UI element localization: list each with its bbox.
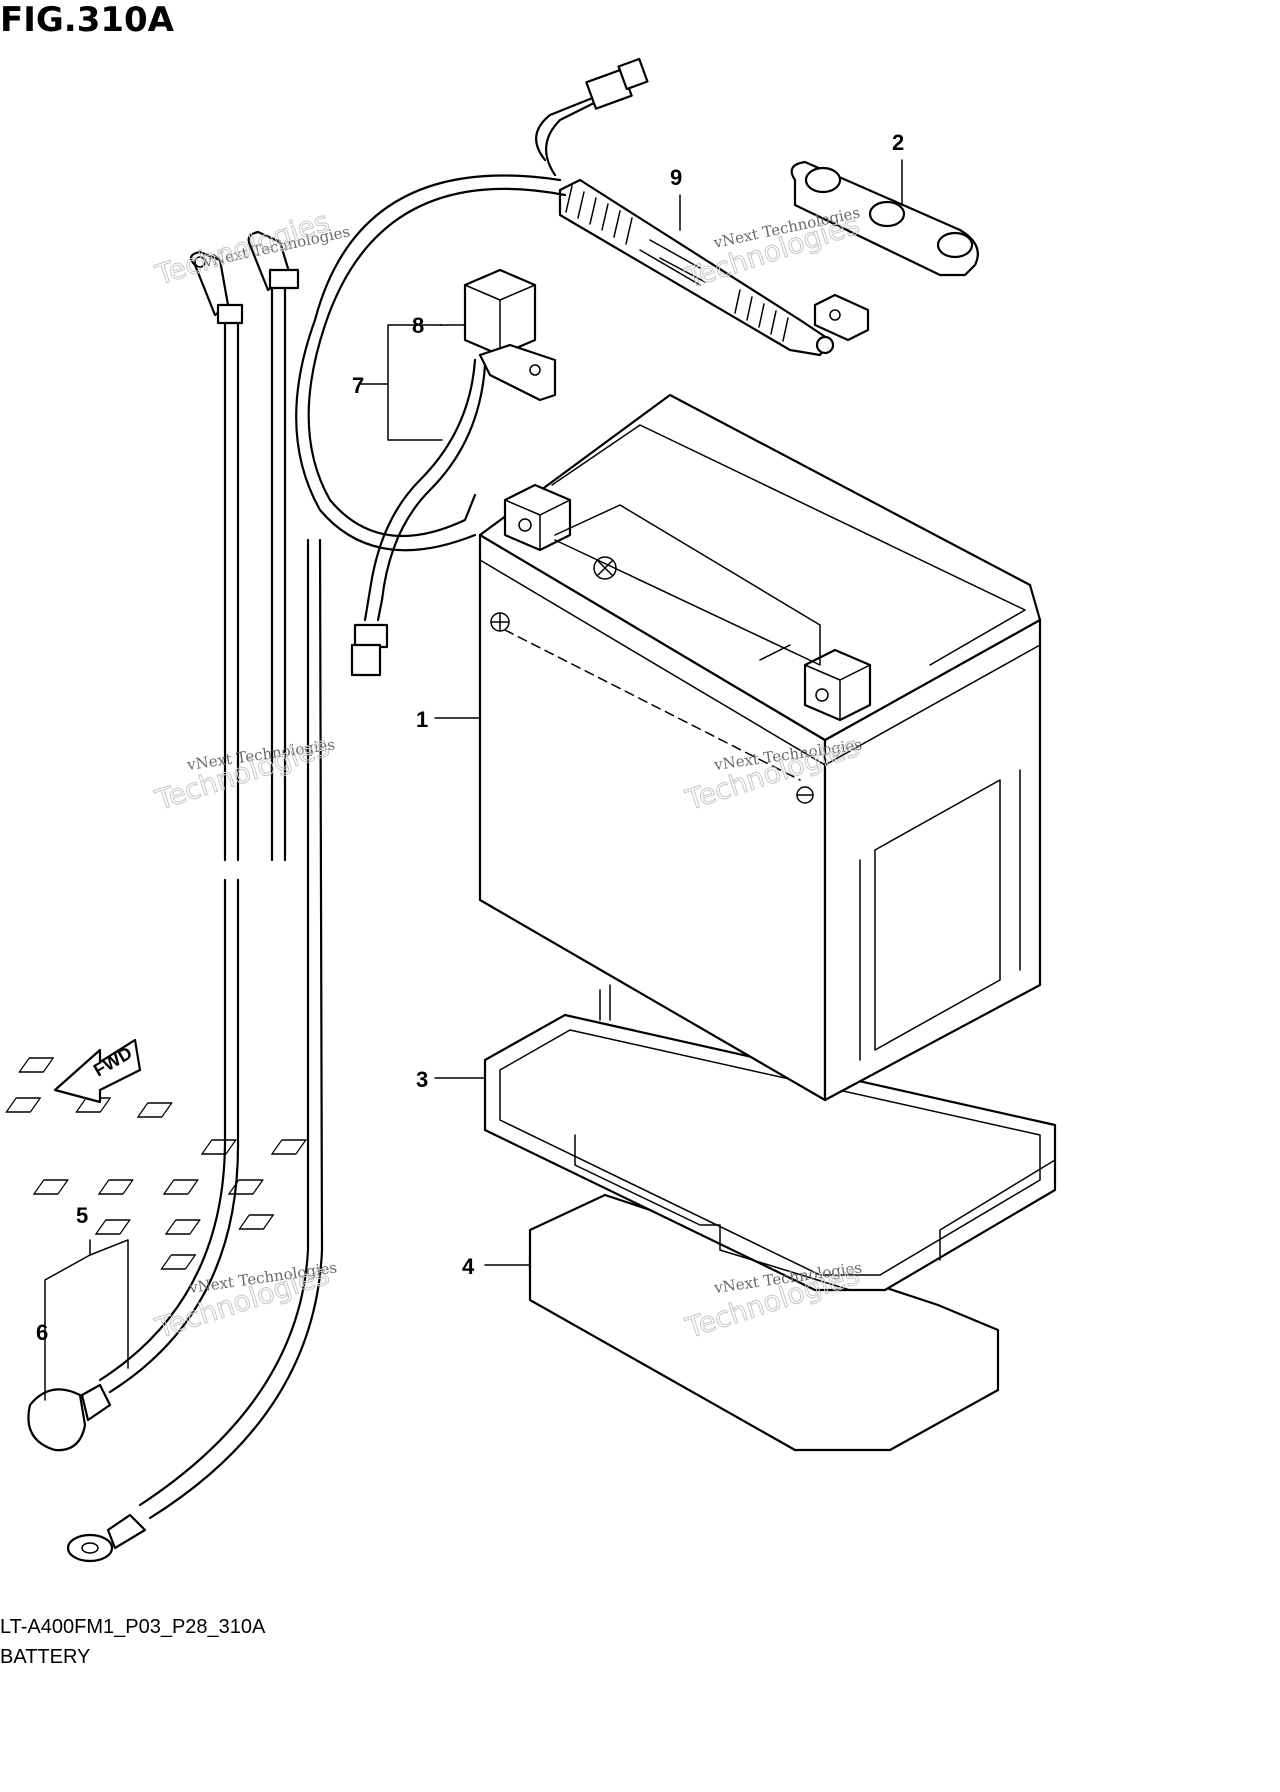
callout-4: 4: [462, 1254, 475, 1279]
fwd-arrow: FWD: [53, 1038, 142, 1104]
callout-8: 8: [412, 313, 424, 338]
callout-3: 3: [416, 1067, 428, 1092]
part-7-harness: [350, 358, 487, 677]
callout-7: 7: [352, 373, 364, 398]
callout-6: 6: [36, 1320, 48, 1345]
callout-9: 9: [670, 165, 682, 190]
callout-leaders: [44, 159, 903, 1401]
part-8-relay: [463, 268, 557, 402]
figure-code: LT-A400FM1_P03_P28_310A: [0, 1616, 266, 1638]
sensor-loop-wire: [295, 174, 567, 552]
callout-2: 2: [892, 130, 904, 155]
part-9-sensor: [535, 57, 870, 357]
figure-name: BATTERY: [0, 1646, 91, 1668]
callout-1: 1: [416, 707, 428, 732]
part-3-tray: [5, 984, 1057, 1292]
callout-5: 5: [76, 1203, 88, 1228]
watermark-text: Technologies: [151, 730, 333, 817]
part-2-strip: [790, 160, 979, 277]
callout-numbers: 1 2 3 4 5 6 7 8 9: [36, 130, 904, 1345]
part-6-cable: [66, 230, 324, 1563]
figure-title: FIG.310A: [0, 0, 174, 40]
part-5-cable: [27, 250, 244, 1452]
part-1-battery: [478, 393, 1042, 1102]
